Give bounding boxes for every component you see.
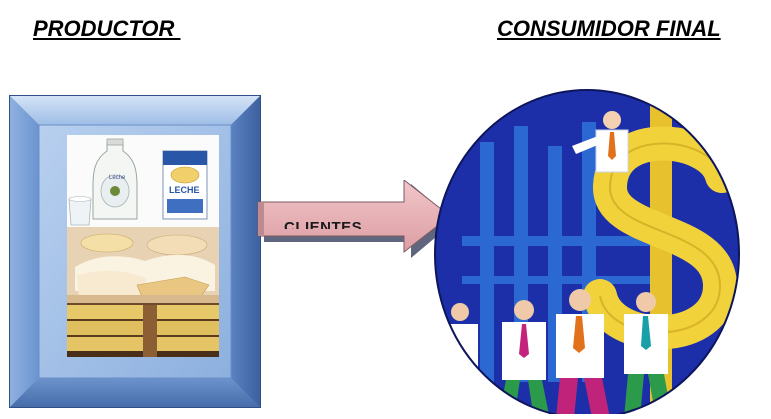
cheese-shelves xyxy=(67,305,219,357)
arrow-shape xyxy=(257,178,455,258)
svg-text:LECHE: LECHE xyxy=(169,185,200,195)
businessman-top-icon xyxy=(572,111,629,173)
producer-heading: PRODUCTOR xyxy=(33,16,181,41)
arrow-label: CLIENTES xyxy=(284,219,363,229)
consumer-image xyxy=(432,86,742,419)
dairy-products-image: Leche LECHE xyxy=(67,135,219,357)
milk-carton-icon: LECHE xyxy=(162,150,208,220)
flow-arrow: CLIENTES xyxy=(254,178,459,262)
businessman-center-icon xyxy=(556,289,610,418)
consumer-heading: CONSUMIDOR FINAL xyxy=(497,16,721,41)
milk-glass-icon xyxy=(68,196,92,226)
svg-text:Leche: Leche xyxy=(109,175,126,181)
producer-frame: Leche LECHE xyxy=(9,95,261,408)
milk-bottle-icon: Leche xyxy=(92,138,138,220)
businessman-right-icon xyxy=(624,292,672,418)
